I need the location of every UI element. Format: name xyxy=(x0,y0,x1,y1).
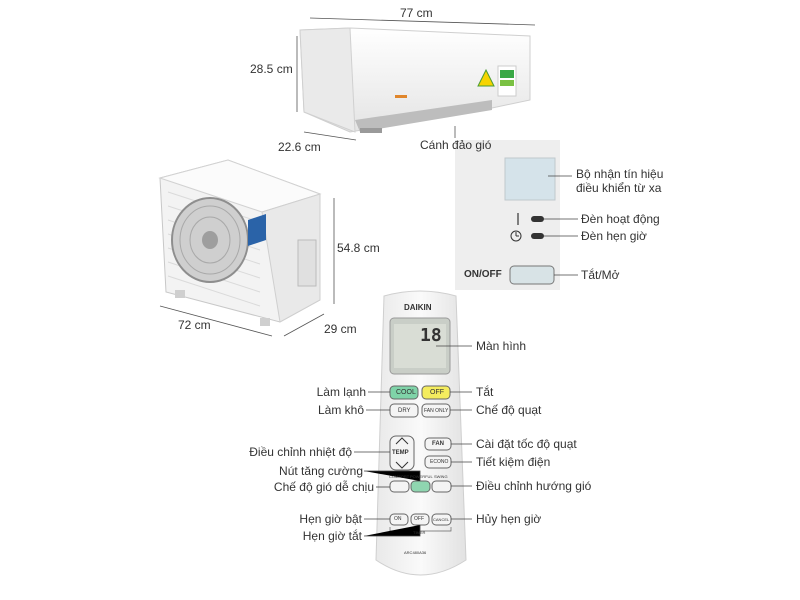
daikin-logo-icon xyxy=(248,214,266,246)
remote-brand: DAIKIN xyxy=(404,303,432,312)
cancel-timer-button xyxy=(431,513,452,526)
depth-dimension-line xyxy=(303,131,357,141)
outdoor-unit xyxy=(158,159,322,326)
remote-pointers-right xyxy=(436,345,472,520)
energy-star-icon xyxy=(477,68,495,87)
econo-button-text: ECONO xyxy=(430,459,449,465)
comfort-button-text: COMFORT xyxy=(389,474,410,479)
swing-button xyxy=(431,480,452,493)
powerful-button xyxy=(410,480,431,493)
fan-label: Cài đặt tốc độ quạt xyxy=(476,437,577,451)
signal-receiver xyxy=(504,157,556,201)
operation-lamp-label: Đèn hoạt động xyxy=(581,212,660,226)
on-button-text: ON xyxy=(394,516,402,522)
cool-label: Làm lạnh xyxy=(316,385,366,399)
on-timer-button xyxy=(389,513,409,526)
operation-lamp xyxy=(531,216,544,222)
timer-lamp-label: Đèn hẹn giờ xyxy=(581,229,647,243)
brand-logo xyxy=(395,95,407,98)
receiver-label: Bộ nhận tín hiệu điều khiển từ xa xyxy=(576,167,664,195)
indoor-depth-dim: 22.6 cm xyxy=(278,140,321,154)
panel-pointers xyxy=(544,175,578,276)
fan-only-button-text: FAN ONLY xyxy=(424,408,449,414)
onoff-panel-text: ON/OFF xyxy=(464,269,502,280)
off-button xyxy=(421,385,451,400)
outdoor-width-dim: 72 cm xyxy=(178,318,211,332)
powerful-label: Nút tăng cường xyxy=(279,464,363,478)
louver-label: Cánh đảo gió xyxy=(420,138,492,152)
display-label: Màn hình xyxy=(476,339,527,353)
cool-button xyxy=(389,385,419,400)
dry-button xyxy=(389,403,419,418)
timer-off-button-text: OFF xyxy=(414,516,424,522)
cancel-button-text: CANCEL xyxy=(433,517,450,522)
outdoor-depth-dim: 29 cm xyxy=(324,322,357,336)
on-timer-label: Hẹn giờ bật xyxy=(299,512,362,526)
dry-button-text: DRY xyxy=(398,408,411,414)
temp-button-text: TEMP xyxy=(392,450,409,456)
control-panel xyxy=(455,140,560,290)
timer-clock-icon xyxy=(510,230,522,242)
econo-label: Tiết kiệm điện xyxy=(476,455,551,469)
remote-pointers-left xyxy=(354,391,421,537)
fan-button-text: FAN xyxy=(432,441,444,447)
fan-only-button xyxy=(421,403,451,418)
cool-button-text: COOL xyxy=(396,389,416,396)
temp-rocker xyxy=(389,435,415,471)
off-timer-label: Hẹn giờ tắt xyxy=(302,529,362,543)
off-label: Tắt xyxy=(476,385,494,399)
energy-label-icon xyxy=(497,65,517,97)
timer-group-text: TIMER xyxy=(413,530,426,535)
dry-label: Làm khô xyxy=(317,403,364,417)
indoor-unit xyxy=(299,27,531,133)
fan-only-label: Chế độ quạt xyxy=(476,403,542,417)
width-dimension-line xyxy=(309,17,536,26)
swing-label: Điều chỉnh hướng gió xyxy=(476,479,592,493)
off-button-text: OFF xyxy=(430,389,444,396)
indoor-height-dim: 28.5 cm xyxy=(250,62,293,76)
powerful-button-text: POWERFUL xyxy=(410,474,433,479)
onoff-label: Tắt/Mở xyxy=(581,268,620,282)
outdoor-width-line xyxy=(159,305,273,337)
comfort-button xyxy=(389,480,410,493)
cancel-label: Hủy hẹn giờ xyxy=(476,512,542,526)
temp-label: Điều chỉnh nhiệt độ xyxy=(249,445,352,459)
comfort-label: Chế độ gió dễ chịu xyxy=(273,480,374,494)
outdoor-height-dim: 54.8 cm xyxy=(337,241,380,255)
swing-button-text: SWING xyxy=(434,474,448,479)
timer-lamp xyxy=(531,233,544,239)
onoff-panel-button xyxy=(509,265,555,285)
indoor-width-dim: 77 cm xyxy=(400,6,433,20)
remote-model: ARC480A36 xyxy=(404,550,427,555)
remote-control xyxy=(375,290,467,576)
remote-display-digits: 18 xyxy=(420,325,442,346)
outdoor-depth-line xyxy=(283,313,325,337)
